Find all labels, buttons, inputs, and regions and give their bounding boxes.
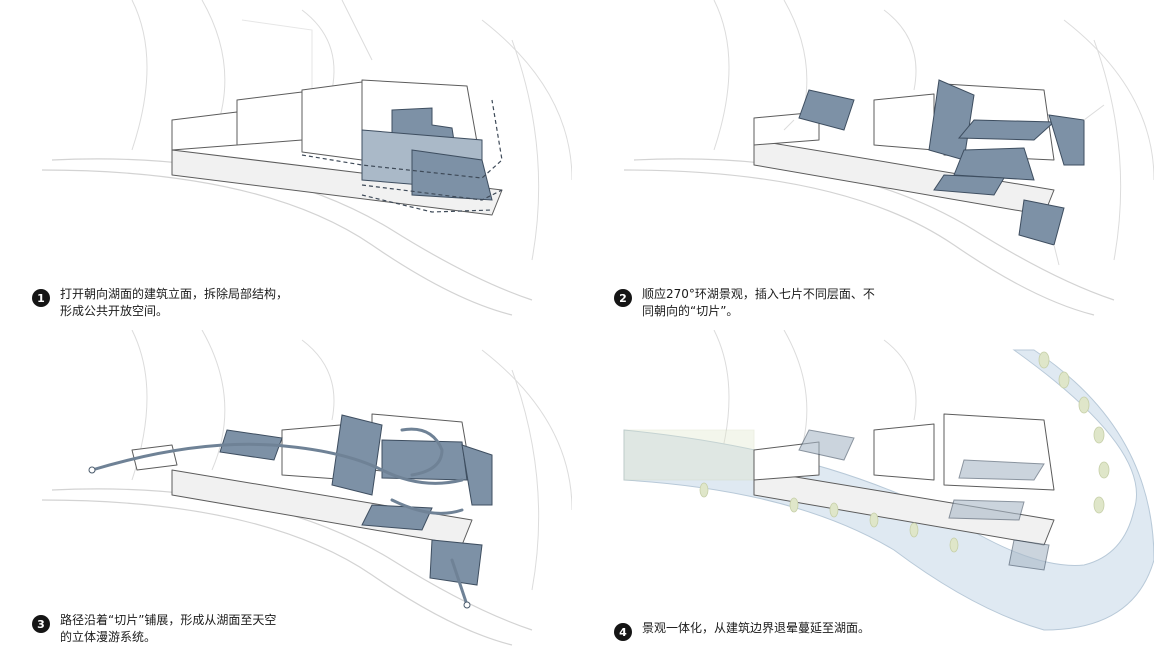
step-3-number-badge: 3 bbox=[32, 615, 50, 633]
step-1-number-badge: 1 bbox=[32, 289, 50, 307]
building-massing bbox=[171, 79, 503, 216]
step-3-line-2: 的立体漫游系统。 bbox=[60, 630, 157, 644]
step-1-line-2: 形成公共开放空间。 bbox=[60, 304, 169, 318]
step-1-description: 打开朝向湖面的建筑立面，拆除局部结构， 形成公共开放空间。 bbox=[60, 286, 288, 320]
step-2-number-badge: 2 bbox=[614, 289, 632, 307]
context-lines bbox=[623, 0, 1154, 316]
step-4-number-badge: 4 bbox=[614, 623, 632, 641]
step-3-description: 路径沿着“切片”铺展，形成从湖面至天空 的立体漫游系统。 bbox=[60, 612, 276, 646]
step-2-slices-diagram bbox=[623, 0, 1154, 316]
step-2-line-2: 同朝向的“切片”。 bbox=[642, 304, 739, 318]
step-2-description: 顺应270°环湖景观，插入七片不同层面、不 同朝向的“切片”。 bbox=[642, 286, 875, 320]
inserted-slices bbox=[783, 79, 1105, 266]
slices-and-paths bbox=[88, 414, 493, 609]
step-4-caption: 4 景观一体化，从建筑边界退晕蔓延至湖面。 bbox=[614, 620, 870, 641]
step-1-caption: 1 打开朝向湖面的建筑立面，拆除局部结构， 形成公共开放空间。 bbox=[32, 286, 288, 320]
step-1-line-1: 打开朝向湖面的建筑立面，拆除局部结构， bbox=[60, 287, 289, 301]
step-3-caption: 3 路径沿着“切片”铺展，形成从湖面至天空 的立体漫游系统。 bbox=[32, 612, 276, 646]
step-3-line-1: 路径沿着“切片”铺展，形成从湖面至天空 bbox=[60, 613, 277, 627]
step-2-caption: 2 顺应270°环湖景观，插入七片不同层面、不 同朝向的“切片”。 bbox=[614, 286, 875, 320]
step-1-massing-diagram bbox=[41, 0, 572, 316]
step-4-landscape-diagram bbox=[623, 330, 1154, 631]
building-massing bbox=[753, 413, 1055, 571]
context-lines bbox=[41, 0, 572, 316]
step-3-promenade-diagram bbox=[41, 330, 572, 646]
step-1-panel: 1 打开朝向湖面的建筑立面，拆除局部结构， 形成公共开放空间。 bbox=[12, 0, 572, 330]
step-4-description: 景观一体化，从建筑边界退晕蔓延至湖面。 bbox=[642, 620, 870, 637]
step-2-line-1: 顺应270°环湖景观，插入七片不同层面、不 bbox=[642, 287, 875, 301]
context-lines bbox=[41, 330, 572, 646]
step-3-panel: 3 路径沿着“切片”铺展，形成从湖面至天空 的立体漫游系统。 bbox=[12, 330, 572, 660]
step-2-panel: 2 顺应270°环湖景观，插入七片不同层面、不 同朝向的“切片”。 bbox=[594, 0, 1154, 330]
step-4-line-1: 景观一体化，从建筑边界退晕蔓延至湖面。 bbox=[642, 621, 871, 635]
step-4-panel: 4 景观一体化，从建筑边界退晕蔓延至湖面。 bbox=[594, 330, 1154, 660]
trees bbox=[699, 351, 1110, 553]
